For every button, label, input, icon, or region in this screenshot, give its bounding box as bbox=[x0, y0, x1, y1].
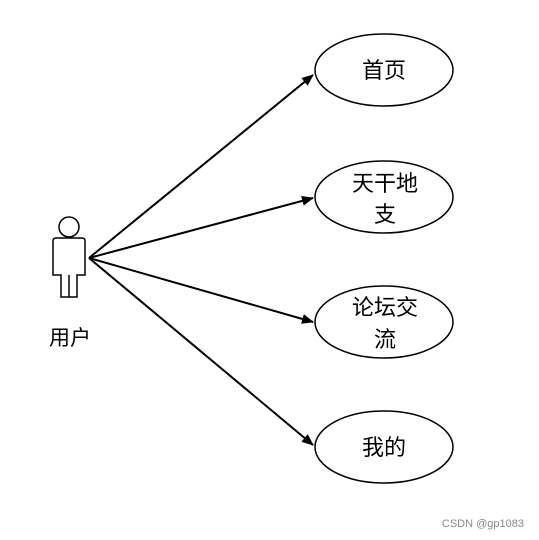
association-home bbox=[88, 74, 314, 259]
use-case-ellipse bbox=[314, 285, 454, 359]
use-case-label: 我的 bbox=[362, 436, 406, 461]
association-tiangan-dizhi bbox=[88, 196, 314, 259]
association-mine bbox=[88, 257, 314, 446]
use-case-label: 支 bbox=[374, 203, 396, 228]
actor-label: 用户 bbox=[49, 326, 91, 350]
use-case-forum: 论坛交 流 bbox=[314, 285, 454, 359]
actor-user bbox=[52, 216, 86, 298]
use-case-ellipse bbox=[314, 33, 454, 107]
use-case-label: 天干地 bbox=[352, 172, 418, 197]
associations bbox=[88, 74, 314, 446]
use-case-ellipse bbox=[314, 160, 454, 234]
use-case-ellipse bbox=[314, 410, 454, 484]
use-case-mine: 我的 bbox=[314, 410, 454, 484]
use-case-label: 论坛交 bbox=[352, 296, 418, 321]
association-forum bbox=[88, 257, 314, 324]
watermark: CSDN @gp1083 bbox=[442, 518, 524, 530]
use-case-label: 流 bbox=[374, 328, 396, 353]
use-case-home: 首页 bbox=[314, 33, 454, 107]
person-icon bbox=[52, 216, 86, 298]
use-case-tiangan-dizhi: 天干地 支 bbox=[314, 160, 454, 234]
use-case-label: 首页 bbox=[362, 59, 406, 84]
